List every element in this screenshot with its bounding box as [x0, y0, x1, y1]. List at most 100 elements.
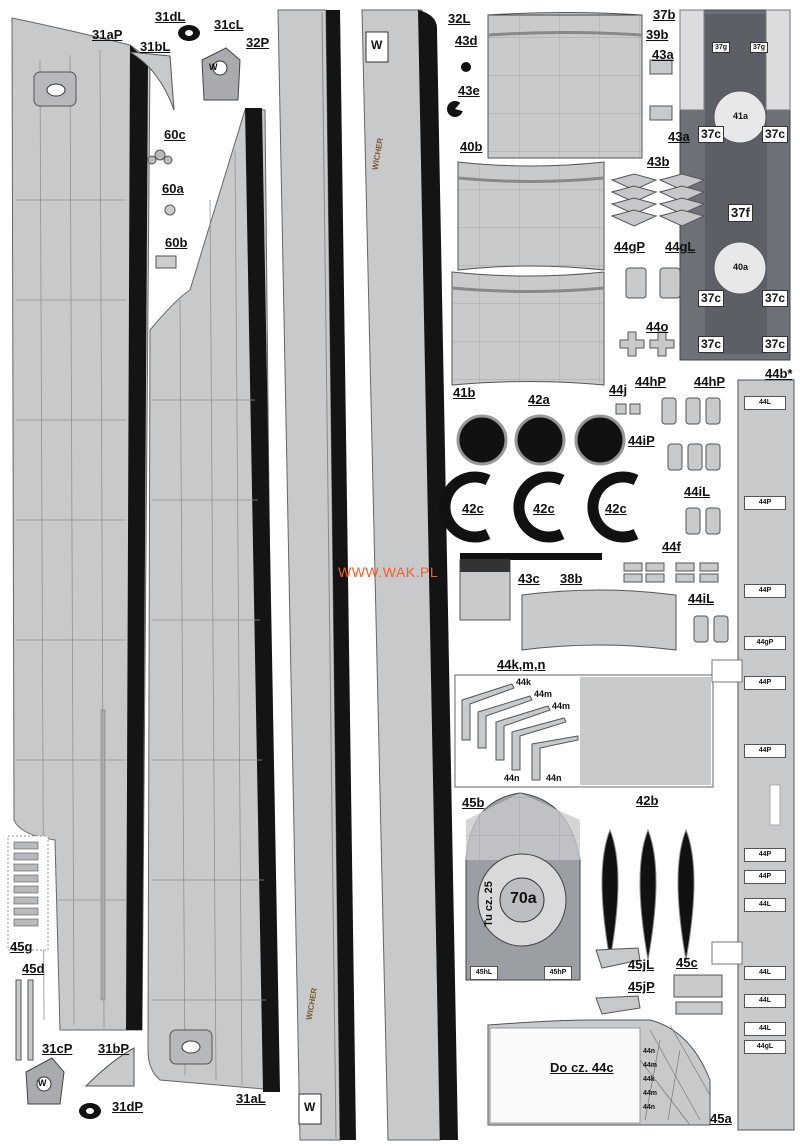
label-31aL: 31aL: [236, 1091, 266, 1106]
tag-do-cz44c: Do cz. 44c: [550, 1060, 614, 1075]
tag-44n-2: 44n: [546, 773, 562, 783]
tag-44n-1: 44n: [504, 773, 520, 783]
label-38b: 38b: [560, 571, 583, 586]
tag-37c-1: 37c: [698, 126, 725, 144]
label-32P: 32P: [246, 35, 270, 50]
strip-tag-7: 44P: [744, 870, 786, 884]
strip-tag-8: 44L: [744, 898, 786, 912]
label-32L: 32L: [448, 11, 471, 26]
label-60c: 60c: [164, 127, 186, 142]
label-42b: 42b: [636, 793, 659, 808]
watermark: WWW.WAK.PL: [338, 564, 439, 580]
part-42b: [601, 828, 695, 961]
label-43d: 43d: [455, 33, 478, 48]
marker-w-bottom: W: [304, 1100, 316, 1114]
label-31cP: 31cP: [42, 1041, 73, 1056]
label-44iP: 44iP: [628, 433, 655, 448]
label-42a: 42a: [528, 392, 550, 407]
tag-37c-5: 37c: [698, 336, 725, 354]
label-42c-1: 42c: [462, 501, 484, 516]
label-45b: 45b: [462, 795, 485, 810]
tag-44m-1: 44m: [534, 689, 553, 699]
label-42c-2: 42c: [533, 501, 555, 516]
label-42c-3: 42c: [605, 501, 627, 516]
label-40b: 40b: [460, 139, 483, 154]
label-45jP: 45jP: [628, 979, 655, 994]
label-43b: 43b: [647, 154, 670, 169]
marker-w-31cP: W: [38, 1078, 47, 1088]
tag-37g-2: 37g: [750, 42, 769, 53]
strip-tag-12: 44gL: [744, 1040, 786, 1054]
label-31bL: 31bL: [140, 39, 171, 54]
label-43a-top: 43a: [652, 47, 674, 62]
tag-tu-cz25: Tu cz. 25: [482, 881, 495, 927]
tag-40a: 40a: [733, 262, 749, 272]
label-39b: 39b: [646, 27, 669, 42]
label-44gL: 44gL: [665, 239, 696, 254]
strip-tag-2: 44P: [744, 584, 786, 598]
tag-41a: 41a: [733, 111, 749, 121]
label-31aP: 31aP: [92, 27, 123, 42]
tag-37c-3: 37c: [698, 290, 725, 308]
tag-44m-2: 44m: [552, 701, 571, 711]
label-44iL-b: 44iL: [688, 591, 715, 606]
strip-tag-4: 44P: [744, 676, 786, 690]
marker-w-top: W: [371, 38, 383, 52]
label-44hP-b: 44hP: [694, 374, 726, 389]
tag-37g-1: 37g: [712, 42, 731, 53]
label-60b: 60b: [165, 235, 188, 250]
label-45jL: 45jL: [628, 957, 655, 972]
hatch-40a: [713, 241, 767, 295]
strip-tag-5: 44P: [744, 744, 786, 758]
tag-70a: 70a: [510, 890, 537, 907]
tag-45a-stack-1: 44m: [643, 1062, 658, 1069]
strip-tag-11: 44L: [744, 1022, 786, 1036]
label-44f: 44f: [662, 539, 681, 554]
part-41b: [451, 271, 605, 386]
label-44hP-a: 44hP: [635, 374, 667, 389]
tag-37c-6: 37c: [762, 336, 789, 354]
marker-w-31cL: W: [209, 62, 218, 72]
label-60a: 60a: [162, 181, 184, 196]
label-31bP: 31bP: [98, 1041, 130, 1056]
label-45g: 45g: [10, 939, 33, 954]
label-43c: 43c: [518, 571, 540, 586]
strip-tag-6: 44P: [744, 848, 786, 862]
strip-tag-9: 44L: [744, 966, 786, 980]
label-31dL: 31dL: [155, 9, 186, 24]
label-37b: 37b: [653, 7, 676, 22]
part-38b: [521, 589, 677, 651]
strip-tag-10: 44L: [744, 994, 786, 1008]
label-31cL: 31cL: [214, 17, 244, 32]
label-44j: 44j: [609, 382, 628, 397]
part-40b: [457, 161, 605, 271]
tag-45hL: 45hL: [470, 966, 498, 980]
label-44iL-a: 44iL: [684, 484, 711, 499]
label-44kmn: 44k,m,n: [497, 657, 546, 672]
label-31dP: 31dP: [112, 1099, 144, 1114]
tag-45a-stack-3: 44m: [643, 1090, 658, 1097]
part-42a: [456, 414, 626, 466]
part-42c: [439, 471, 639, 543]
label-43e: 43e: [458, 83, 480, 98]
label-43a-bot: 43a: [668, 129, 690, 144]
label-45a: 45a: [710, 1111, 732, 1126]
label-44b-star: 44b*: [765, 366, 793, 381]
label-44o: 44o: [646, 319, 669, 334]
tag-45a-stack-0: 44n: [643, 1048, 656, 1055]
tag-45a-stack-2: 44k: [643, 1076, 655, 1083]
label-41b: 41b: [453, 385, 476, 400]
strip-tag-3: 44gP: [744, 636, 786, 650]
tag-45hP: 45hP: [544, 966, 572, 980]
strip-tag-0: 44L: [744, 396, 786, 410]
strip-tag-1: 44P: [744, 496, 786, 510]
tag-37c-4: 37c: [762, 290, 789, 308]
label-44gP: 44gP: [614, 239, 646, 254]
tag-44k: 44k: [516, 677, 532, 687]
label-45d: 45d: [22, 961, 45, 976]
hatch-41a: [713, 90, 767, 144]
label-45c: 45c: [676, 955, 698, 970]
part-43b: [610, 173, 706, 227]
